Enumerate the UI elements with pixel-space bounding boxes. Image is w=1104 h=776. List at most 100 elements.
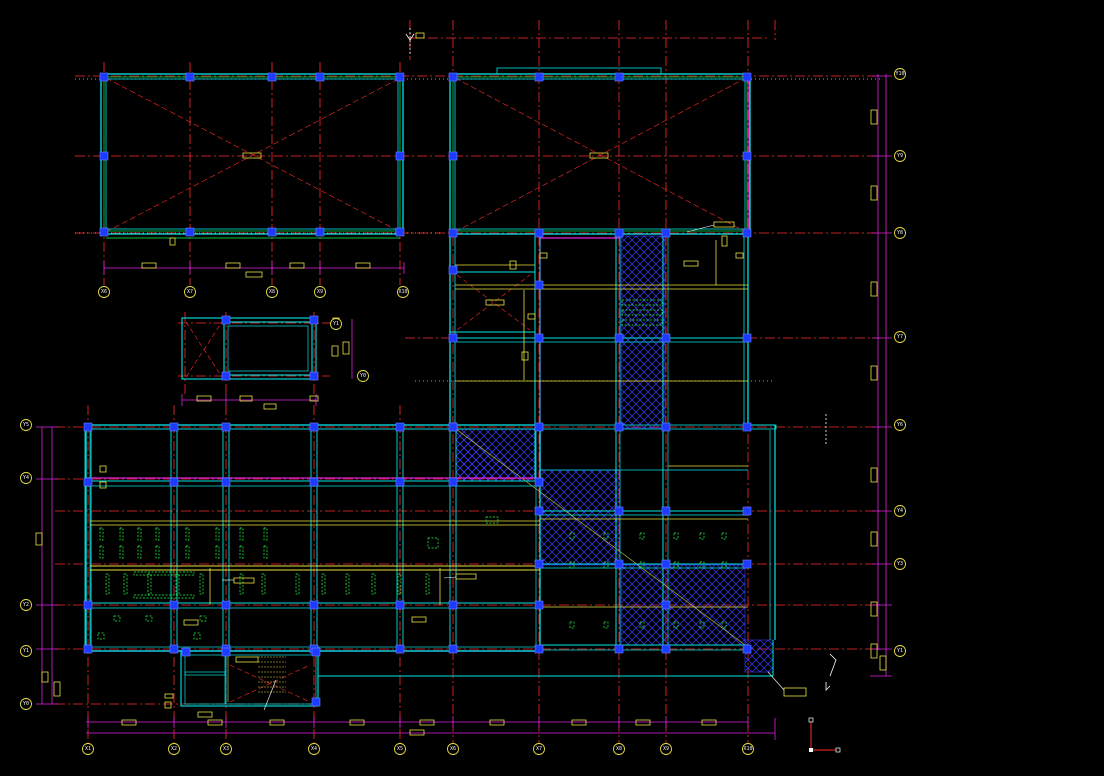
- grid-bubble-circle: [894, 68, 906, 80]
- dimension-tag: [870, 365, 878, 381]
- rebar-mark: [639, 561, 645, 569]
- grid-bubble-label: X9: [317, 289, 323, 295]
- dimension-tag: [783, 687, 807, 697]
- column: [221, 600, 231, 610]
- grid-bubble: Y6: [894, 419, 906, 431]
- grid-bubble-label: X2: [171, 746, 177, 752]
- grid-bubble: X5: [394, 743, 406, 755]
- column: [309, 600, 319, 610]
- grid-bubble: Y1: [330, 318, 342, 330]
- grid-bubble-label: X3: [223, 746, 229, 752]
- rebar-mark: [155, 527, 160, 541]
- column: [185, 72, 195, 82]
- column: [311, 697, 321, 707]
- rebar-mark: [239, 573, 244, 595]
- dimension-tag: [527, 313, 536, 320]
- column: [661, 506, 671, 516]
- column: [661, 600, 671, 610]
- rebar-mark: [261, 573, 266, 595]
- rebar-mark: [123, 573, 128, 595]
- leader-line: [767, 671, 785, 691]
- column: [311, 647, 321, 657]
- column: [169, 477, 179, 487]
- grid-bubble-circle: [184, 286, 196, 298]
- rebar-mark: [175, 573, 180, 595]
- grid-bubble-circle: [894, 150, 906, 162]
- column: [534, 644, 544, 654]
- column: [534, 333, 544, 343]
- dimension-tag: [355, 262, 371, 269]
- column: [661, 333, 671, 343]
- grid-bubble-circle: [894, 227, 906, 239]
- rebar-mark: [621, 319, 663, 326]
- dimension-tag: [415, 32, 425, 39]
- grid-bubble-circle: [20, 698, 32, 710]
- column: [742, 506, 752, 516]
- dimension-tag: [225, 262, 241, 269]
- dimension-tag: [879, 655, 887, 671]
- dimension-tag: [589, 152, 609, 159]
- column: [395, 477, 405, 487]
- dimension-tag: [207, 719, 223, 726]
- grid-bubble-label: X6: [450, 746, 456, 752]
- dimension-tag: [870, 467, 878, 483]
- dimension-tag: [169, 237, 176, 246]
- column: [99, 227, 109, 237]
- grid-bubble: X8: [613, 743, 625, 755]
- slab-diagonal: [229, 664, 311, 703]
- grid-bubble: Y2: [20, 599, 32, 611]
- dimension-tag: [141, 262, 157, 269]
- rebar-mark: [425, 573, 430, 595]
- dimension-tag: [233, 577, 255, 584]
- dimension-tag: [349, 719, 365, 726]
- rebar-mark: [621, 309, 663, 316]
- column: [742, 644, 752, 654]
- wall: [227, 325, 309, 372]
- grid-bubble-label: X1: [85, 746, 91, 752]
- grid-bubble-label: Y1: [23, 648, 29, 654]
- grid-bubble-label: Y1: [333, 321, 339, 327]
- rebar-mark: [147, 573, 152, 595]
- rebar-mark: [199, 615, 207, 622]
- stair-run-line: [455, 428, 746, 646]
- grid-bubble-circle: [314, 286, 326, 298]
- column: [315, 72, 325, 82]
- rebar-mark: [145, 615, 153, 622]
- column: [221, 371, 231, 381]
- wall: [184, 671, 226, 705]
- column: [221, 315, 231, 325]
- dimension-tag: [164, 693, 174, 699]
- stair-hatch-areas: [455, 235, 774, 673]
- column: [221, 477, 231, 487]
- column: [534, 228, 544, 238]
- grid-bubble-label: X5: [397, 746, 403, 752]
- column: [99, 151, 109, 161]
- rebar-mark: [263, 527, 268, 541]
- grid-bubble: Y10: [894, 68, 906, 80]
- grid-bubble: X6: [447, 743, 459, 755]
- dimension-tag: [164, 701, 172, 709]
- rebar-mark: [603, 532, 609, 540]
- rebar-mark: [569, 532, 575, 540]
- grid-bubble-circle: [894, 558, 906, 570]
- dimension-tag: [242, 152, 262, 159]
- grid-bubble-label: X8: [269, 289, 275, 295]
- grid-bubble-circle: [613, 743, 625, 755]
- grid-bubble-circle: [894, 505, 906, 517]
- rebar-mark: [699, 621, 705, 629]
- rebar-mark: [263, 545, 268, 559]
- rebar-mark: [133, 594, 195, 599]
- grid-bubble: X7: [184, 286, 196, 298]
- rebar-mark: [215, 527, 220, 541]
- dimension-tag: [99, 465, 107, 473]
- grid-bubble: Y5: [20, 419, 32, 431]
- grid-bubble-label: X10: [398, 289, 407, 295]
- grid-bubble-circle: [20, 599, 32, 611]
- dimension-tags: [35, 32, 887, 736]
- column: [534, 72, 544, 82]
- ucs-y-end: [808, 717, 814, 723]
- rebar-mark: [193, 632, 201, 640]
- dimension-tag: [870, 601, 878, 617]
- column: [83, 600, 93, 610]
